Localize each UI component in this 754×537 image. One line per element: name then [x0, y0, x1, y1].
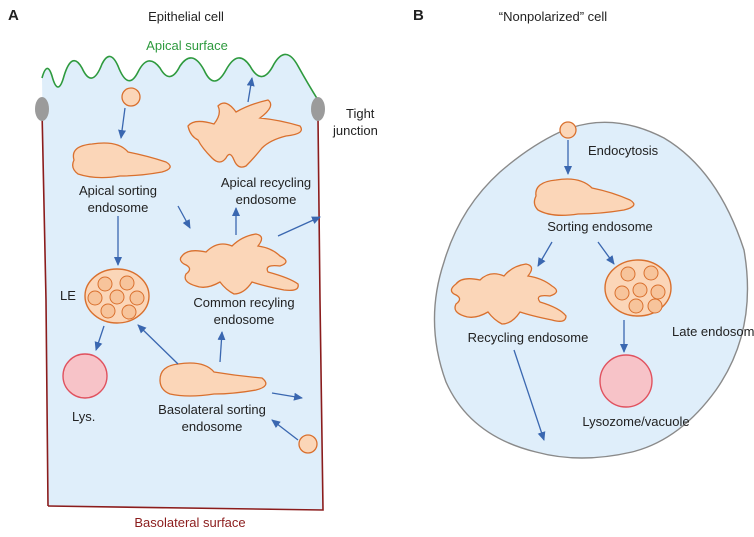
endocytosis-label: Endocytosis — [588, 143, 659, 158]
arrows-panel-b — [513, 140, 628, 441]
endocytic-vesicle-b — [559, 121, 577, 139]
tight-junction-label-line1: Tight — [346, 106, 375, 121]
late-endosome-vesicles — [87, 275, 145, 320]
panel-b-letter: B — [413, 7, 424, 24]
sorting-endosome-b-shape — [533, 178, 635, 216]
apical-surface-label: Apical surface — [146, 38, 228, 53]
apical-membrane — [41, 53, 319, 101]
panel-b-title: “Nonpolarized” cell — [498, 9, 608, 24]
common-recycling-endosome-label-line1: Common recyling — [193, 295, 295, 310]
recycling-endosome-b-shape — [450, 263, 567, 325]
basolateral-sorting-endosome-shape — [159, 362, 267, 397]
apical-endocytic-vesicle — [121, 87, 141, 107]
common-recycling-endosome-shape — [179, 233, 299, 295]
apical-sorting-endosome-shape — [72, 142, 171, 179]
nonpolarized-cell-body — [433, 121, 749, 459]
basolateral-membrane-left — [41, 109, 49, 507]
apical-recycling-endosome-label-line1: Apical recycling — [220, 175, 312, 190]
late-endosome-label: Late endosome — [672, 324, 754, 339]
sorting-endosome-label: Sorting endosome — [547, 219, 653, 234]
lysosome-a-shape — [62, 353, 108, 399]
apical-recycling-endosome-shape — [187, 99, 303, 168]
basolateral-membrane-right-bottom — [47, 117, 324, 511]
apical-recycling-endosome-label-line2: endosome — [235, 192, 297, 207]
tight-junction-left — [35, 97, 49, 121]
lysosome-vacuole-label: Lysozome/vacuole — [582, 414, 690, 429]
basolateral-sorting-endosome-label-line2: endosome — [181, 419, 243, 434]
tight-junction-label-line2: junction — [333, 123, 378, 138]
tight-junction-right — [311, 97, 325, 121]
common-recycling-endosome-label-line2: endosome — [213, 312, 275, 327]
le-label: LE — [60, 288, 76, 303]
lys-label: Lys. — [72, 409, 96, 424]
late-endosome-b-vesicles — [614, 265, 666, 314]
panel-a-title: Epithelial cell — [148, 9, 224, 24]
apical-sorting-endosome-label-line2: endosome — [87, 200, 149, 215]
basolateral-surface-label: Basolateral surface — [134, 515, 246, 530]
lysosome-b-shape — [599, 354, 653, 408]
arrows-panel-a — [94, 77, 321, 441]
apical-sorting-endosome-label-line1: Apical sorting — [78, 183, 158, 198]
recycling-endosome-label: Recycling endosome — [467, 330, 589, 345]
panel-a-letter: A — [8, 7, 19, 24]
basolateral-endocytic-vesicle — [298, 434, 318, 454]
basolateral-sorting-endosome-label-line1: Basolateral sorting — [158, 402, 266, 417]
